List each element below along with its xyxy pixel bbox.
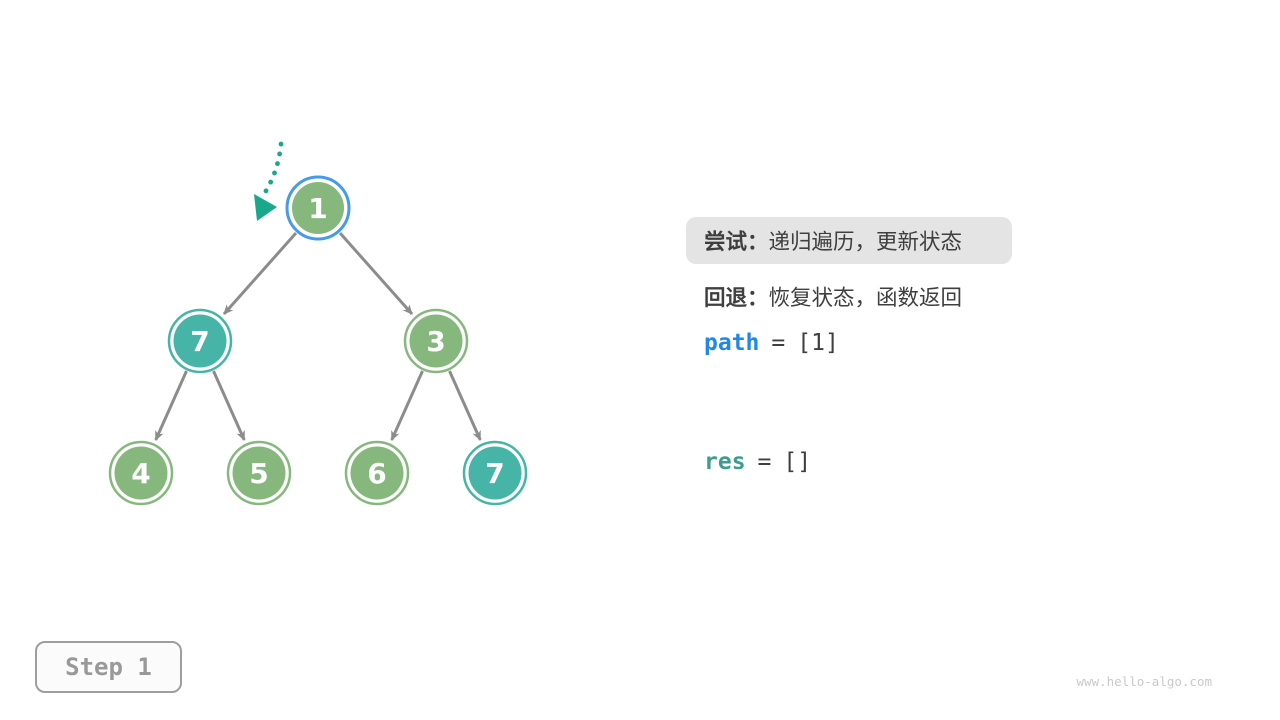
path-variable-line: path = [1] [704, 330, 839, 356]
try-text: 递归遍历，更新状态 [768, 230, 963, 254]
edge-7-4 [154, 370, 188, 441]
tree-node-root: 1 [285, 175, 351, 241]
step-label: Step 1 [65, 653, 152, 681]
try-highlight-box: 尝试：递归遍历，更新状态 [686, 217, 1012, 264]
path-value: [1] [797, 330, 839, 356]
tree-edges [154, 232, 482, 441]
res-variable-line: res = [] [704, 449, 811, 475]
node-value: 6 [367, 457, 386, 490]
edge-3-7 [448, 370, 482, 441]
edge-7-5 [212, 370, 246, 441]
node-value: 5 [249, 457, 268, 490]
path-equals-sign: = [771, 330, 786, 356]
node-value: 3 [426, 325, 445, 358]
current-node-pointer [254, 141, 284, 221]
tree-node-left: 7 [167, 308, 233, 374]
res-variable-name: res [704, 449, 746, 475]
edge-1-3 [338, 232, 414, 315]
node-value: 1 [308, 192, 327, 225]
step-badge: Step 1 [35, 641, 182, 693]
node-value: 7 [485, 457, 504, 490]
tree-node-leaf-5: 5 [226, 440, 292, 506]
node-value: 4 [131, 457, 150, 490]
tree-node-leaf-6: 6 [344, 440, 410, 506]
path-variable-name: path [704, 330, 760, 356]
tree-node-right: 3 [403, 308, 469, 374]
res-equals-sign: = [757, 449, 772, 475]
backtrack-line: 回退：恢复状态，函数返回 [704, 281, 962, 312]
try-line: 尝试：递归遍历，更新状态 [704, 225, 962, 256]
res-value: [] [783, 449, 812, 475]
node-value: 7 [190, 325, 209, 358]
pointer-arrow-icon [254, 194, 277, 221]
backtrack-label: 回退： [704, 286, 769, 310]
watermark-url: www.hello-algo.com [1076, 674, 1212, 689]
pointer-dotted-trail [259, 141, 284, 200]
backtrack-text: 恢复状态，函数返回 [768, 286, 963, 310]
tree-node-leaf-7: 7 [462, 440, 528, 506]
edge-3-6 [390, 370, 424, 441]
tree-node-leaf-4: 4 [108, 440, 174, 506]
try-label: 尝试： [704, 230, 769, 254]
edge-1-7 [222, 232, 298, 315]
